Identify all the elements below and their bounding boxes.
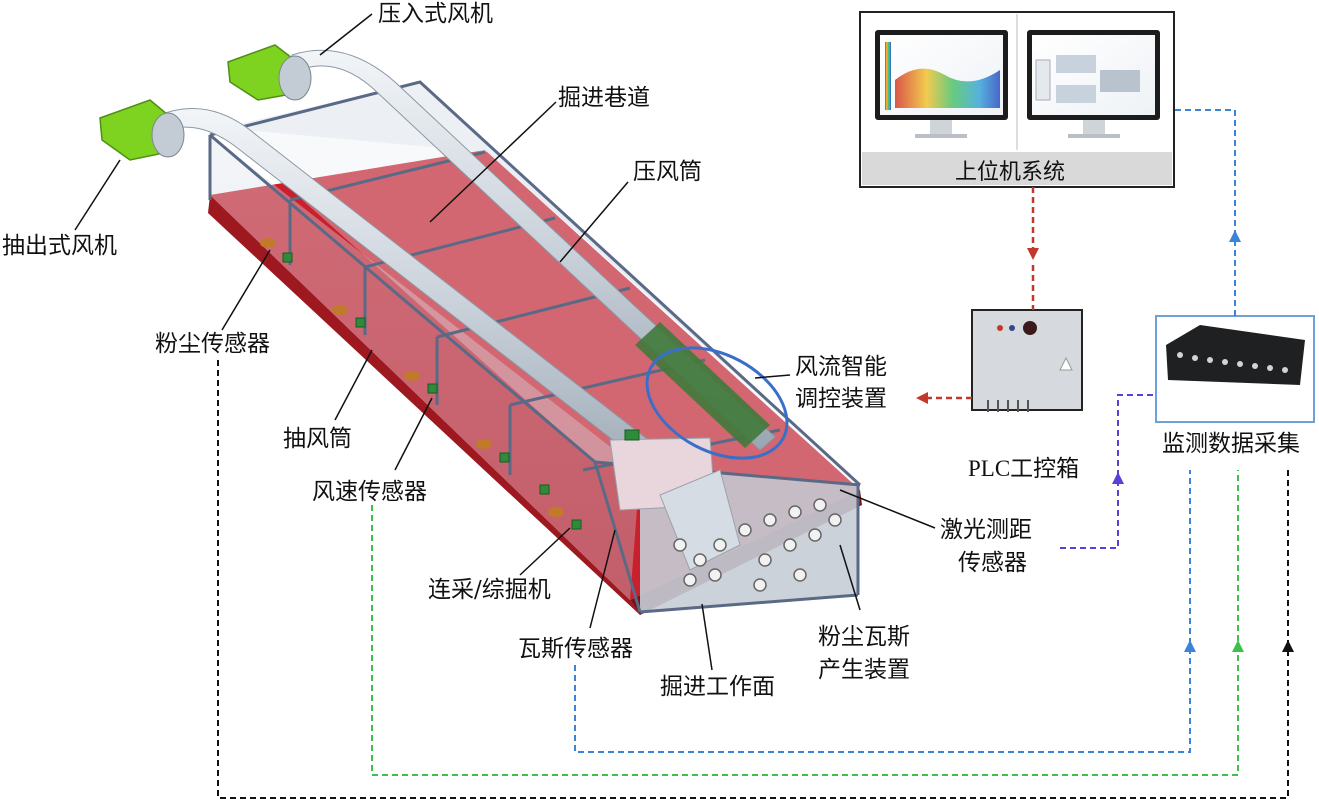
signal-purple-laser: [1060, 394, 1156, 549]
label-forced-duct: 压风筒: [633, 159, 702, 185]
data-acquisition-box: [1155, 315, 1315, 423]
signal-green-speed: [371, 470, 1239, 776]
arrow-black: [1282, 640, 1294, 652]
dust-gas-nozzles: [673, 498, 842, 592]
arrow-red-left: [916, 392, 928, 404]
label-exhaust-duct: 抽风筒: [283, 426, 352, 452]
signal-blue-up: [1174, 109, 1236, 316]
tunnel-back-glass: [222, 82, 860, 485]
label-monitor-acquisition: 监测数据采集: [1162, 431, 1300, 457]
label-speed-sensor: 风速传感器: [312, 479, 427, 505]
label-forced-fan: 压入式风机: [378, 1, 493, 27]
label-dust-gas-gen-line1: 粉尘瓦斯: [818, 624, 910, 650]
monitor-right: [1027, 30, 1160, 138]
sensor-cylinders: [260, 238, 564, 517]
sensor-row: [282, 252, 640, 530]
host-system-box: [859, 11, 1175, 188]
label-laser-line2: 传感器: [958, 550, 1027, 576]
label-roadway: 掘进巷道: [558, 85, 650, 111]
arrow-blue-up: [1229, 230, 1241, 242]
tunnel-base-front: [208, 195, 640, 615]
signal-black-dust: [217, 360, 1289, 799]
label-gas-sensor: 瓦斯传感器: [518, 636, 633, 662]
tunnel-left-glass: [210, 135, 640, 600]
label-work-face: 掘进工作面: [660, 674, 775, 700]
leader-lines: [74, 13, 936, 671]
label-miner: 连采/综掘机: [428, 577, 551, 603]
label-laser-line1: 激光测距: [940, 517, 1032, 543]
arrow-purple: [1112, 472, 1124, 484]
label-exhaust-fan: 抽出式风机: [2, 233, 117, 259]
label-plc-box: PLC工控箱: [968, 456, 1080, 481]
exhaust-fan: [99, 99, 185, 161]
label-dust-gas-gen-line2: 产生装置: [818, 657, 910, 683]
forced-fan: [227, 44, 312, 101]
signal-blue-gas: [574, 470, 1191, 753]
tunnel-model: [99, 44, 862, 615]
airflow-control-highlight: [645, 346, 789, 460]
label-dust-sensor: 粉尘传感器: [155, 331, 270, 357]
monitor-left: [875, 30, 1008, 138]
arrow-green: [1232, 640, 1244, 652]
arrow-blue-gas: [1184, 640, 1196, 652]
label-airflow-control-line1: 风流智能: [795, 354, 887, 380]
arrow-red-down: [1027, 248, 1039, 260]
label-airflow-control-line2: 调控装置: [795, 386, 887, 412]
label-host-system: 上位机系统: [955, 160, 1066, 185]
plc-box: [971, 309, 1083, 412]
signal-red: [928, 187, 1035, 400]
